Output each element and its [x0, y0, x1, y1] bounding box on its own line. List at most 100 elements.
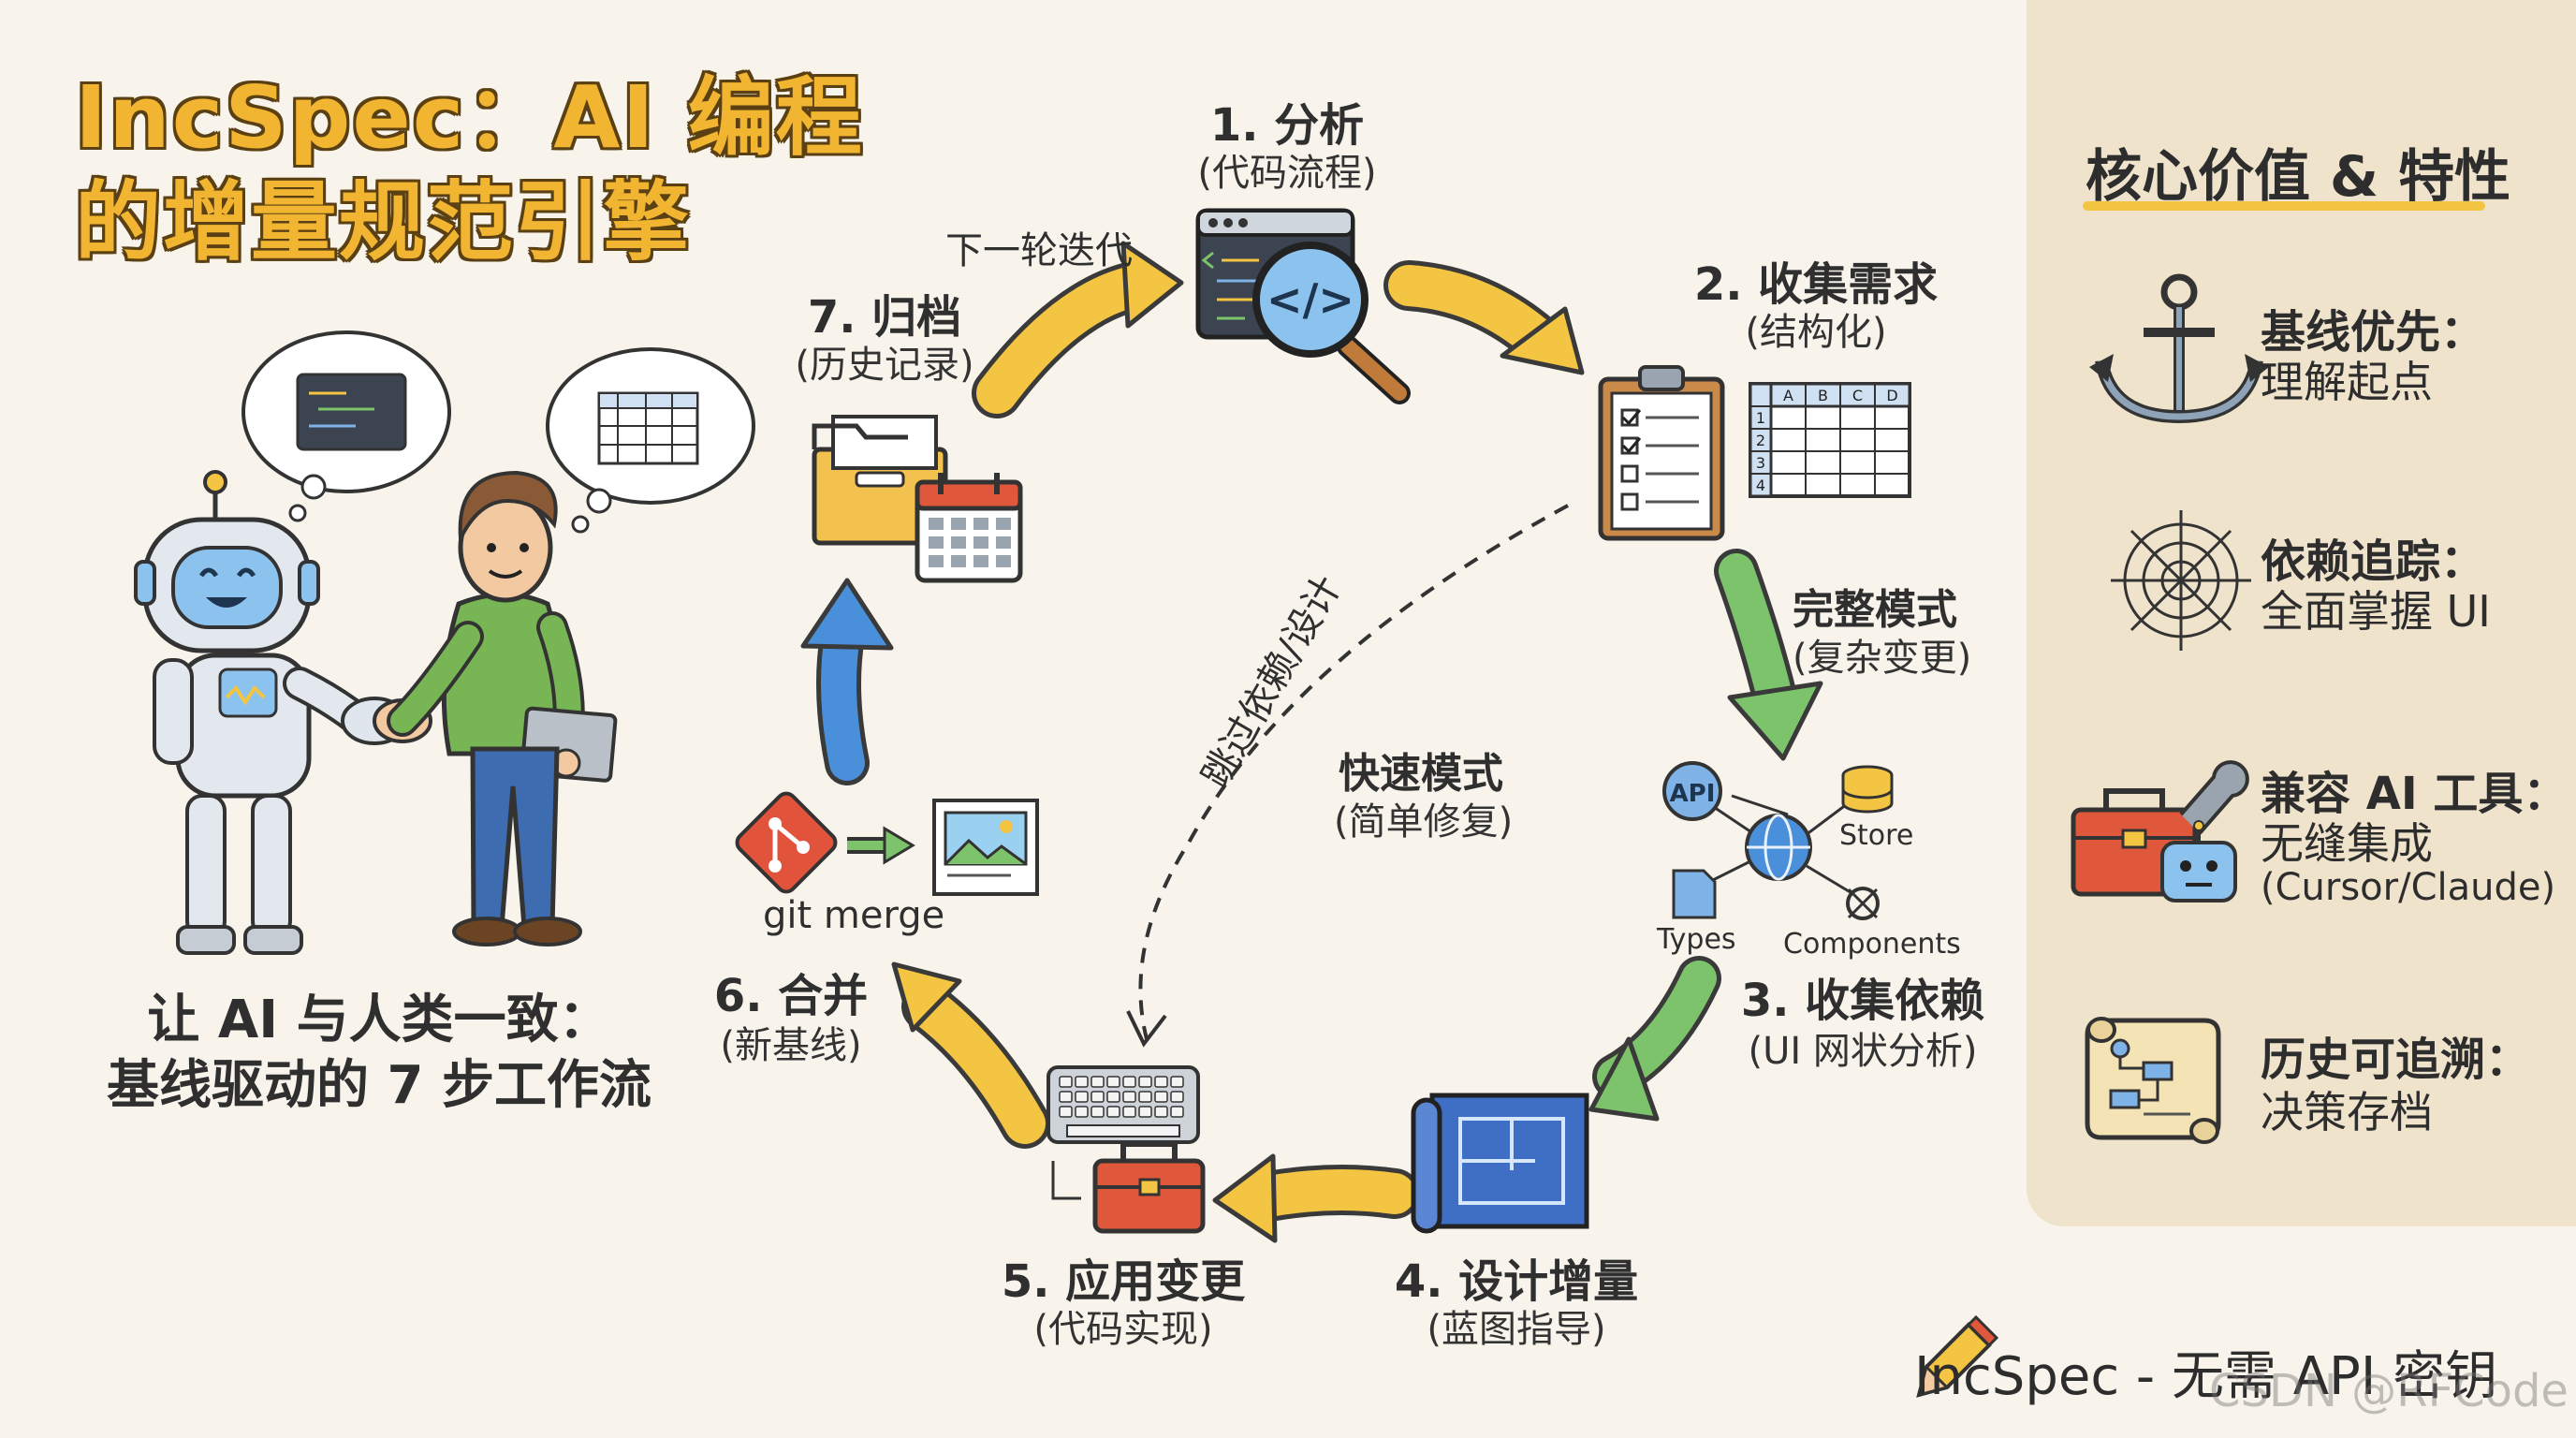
arrow-design-to-apply	[1212, 1153, 1420, 1243]
thought-bubble-code	[242, 330, 451, 522]
step-7-sub: (历史记录)	[795, 344, 974, 387]
keyboard-key	[1122, 1106, 1136, 1118]
magnifier-icon: </>	[1252, 242, 1411, 404]
keyboard-key	[1059, 1091, 1073, 1103]
keyboard-key	[1090, 1076, 1105, 1088]
sheet-col-header: B	[1818, 387, 1828, 404]
keyboard-key	[1090, 1091, 1105, 1103]
dep-types-label: Types	[1656, 923, 1736, 956]
keyboard-key	[1154, 1091, 1168, 1103]
blueprint-icon	[1411, 1093, 1589, 1234]
robot-icon	[134, 470, 382, 955]
anchor-icon	[2089, 273, 2269, 424]
dep-api-label: API	[1670, 780, 1716, 808]
workflow-caption: 让 AI 与人类一致： 基线驱动的 7 步工作流	[75, 988, 683, 1119]
keyboard-key	[1122, 1091, 1136, 1103]
feature-baseline-desc: 理解起点	[2261, 357, 2433, 407]
arrow-merge-to-archive	[800, 578, 894, 785]
keyboard-key	[1075, 1091, 1089, 1103]
fast-mode-title: 快速模式	[1339, 750, 1503, 798]
step-6-sub: (新基线)	[720, 1024, 862, 1067]
calendar-day	[996, 518, 1011, 530]
calendar-day	[929, 536, 944, 549]
fast-mode-sub: (简单修复)	[1334, 800, 1514, 844]
feature-compat-title: 兼容 AI 工具：	[2261, 768, 2569, 820]
scroll-flowchart-icon	[2085, 1017, 2221, 1144]
step-2-title: 2. 收集需求	[1693, 258, 1939, 311]
dependency-network-icon	[1662, 761, 1894, 920]
keyboard-key	[1075, 1076, 1089, 1088]
calendar-day	[929, 555, 944, 567]
git-logo-icon	[735, 791, 838, 894]
keyboard-key	[1170, 1106, 1184, 1118]
keyboard-key	[1106, 1076, 1120, 1088]
skip-dashed-path	[1138, 504, 1569, 1040]
feature-compat-extra: (Cursor/Claude)	[2261, 866, 2556, 909]
merge-arrow-icon	[847, 826, 915, 865]
caption-line-2: 基线驱动的 7 步工作流	[107, 1055, 651, 1116]
full-mode-title: 完整模式	[1793, 586, 1957, 634]
calendar-day	[929, 518, 944, 530]
calendar-day	[996, 555, 1011, 567]
sheet-col-header: A	[1783, 387, 1793, 404]
arrow-dependencies-to-design	[1588, 956, 1721, 1122]
keyboard-key	[1090, 1106, 1105, 1118]
step-5-sub: (代码实现)	[1033, 1308, 1213, 1351]
title-line-2: 的增量规范引擎	[75, 172, 692, 272]
step-1-sub: (代码流程)	[1197, 152, 1377, 195]
sheet-col-header: D	[1886, 387, 1897, 404]
watermark-text: CSDN @RFCode	[2209, 1365, 2569, 1417]
calendar-day	[996, 536, 1011, 549]
keyboard-key	[1122, 1076, 1136, 1088]
arrow-analyze-to-requirements	[1383, 260, 1585, 375]
keyboard-key	[1170, 1076, 1184, 1088]
arrow-archive-to-analyze	[972, 241, 1184, 418]
step-2-sub: (结构化)	[1745, 311, 1887, 354]
skip-path-label: 跳过依赖/设计	[1193, 568, 1350, 796]
spider-web-icon	[2111, 510, 2251, 651]
git-merge-label: git merge	[763, 894, 945, 937]
image-document-icon	[932, 799, 1039, 896]
calendar-day	[973, 518, 988, 530]
step-5-title: 5. 应用变更	[1001, 1255, 1246, 1308]
person-icon	[387, 470, 618, 946]
keyboard-key	[1106, 1106, 1120, 1118]
calendar-day	[973, 555, 988, 567]
panel-title: 核心价值 & 特性	[2086, 144, 2511, 210]
keyboard-key	[1059, 1106, 1073, 1118]
thought-bubble-table	[546, 347, 755, 534]
feature-history-title: 历史可追溯：	[2261, 1034, 2531, 1086]
keyboard-key	[1075, 1106, 1089, 1118]
step-4-sub: (蓝图指导)	[1427, 1308, 1606, 1351]
sheet-row-header: 3	[1756, 454, 1765, 472]
feature-deps-desc: 全面掌握 UI	[2261, 586, 2491, 637]
step-3-title: 3. 收集依赖	[1740, 975, 1985, 1027]
sheet-row-header: 4	[1756, 477, 1765, 494]
keyboard-key	[1154, 1076, 1168, 1088]
feature-baseline-title: 基线优先：	[2261, 306, 2486, 359]
toolbox-icon	[1051, 1141, 1206, 1234]
step-4-title: 4. 设计增量	[1394, 1255, 1639, 1308]
calendar-cells	[929, 518, 1011, 567]
sheet-row-header: 1	[1756, 409, 1765, 427]
calendar-day	[951, 555, 966, 567]
keyboard-key	[1138, 1091, 1152, 1103]
step-7-title: 7. 归档	[807, 291, 962, 344]
keyboard-key	[1138, 1076, 1152, 1088]
footer-text: IncSpec - 无需 API 密钥	[1914, 1346, 2498, 1407]
next-round-label: 下一轮迭代	[945, 229, 1133, 272]
keyboard-key	[1138, 1106, 1152, 1118]
keyboard-key	[1154, 1106, 1168, 1118]
toolbox-robot-icon	[2071, 760, 2249, 902]
sheet-row-header: 2	[1756, 432, 1765, 449]
calendar-day	[951, 518, 966, 530]
feature-compat-desc: 无缝集成	[2261, 818, 2433, 869]
pencil-icon	[1916, 1314, 1999, 1398]
calendar-day	[973, 536, 988, 549]
calendar-day	[951, 536, 966, 549]
step-6-title: 6. 合并	[713, 970, 869, 1022]
caption-line-1: 让 AI 与人类一致：	[147, 990, 611, 1050]
page-title: IncSpec：AI 编程 的增量规范引擎	[75, 66, 862, 275]
panel-title-underline	[2083, 201, 2485, 211]
